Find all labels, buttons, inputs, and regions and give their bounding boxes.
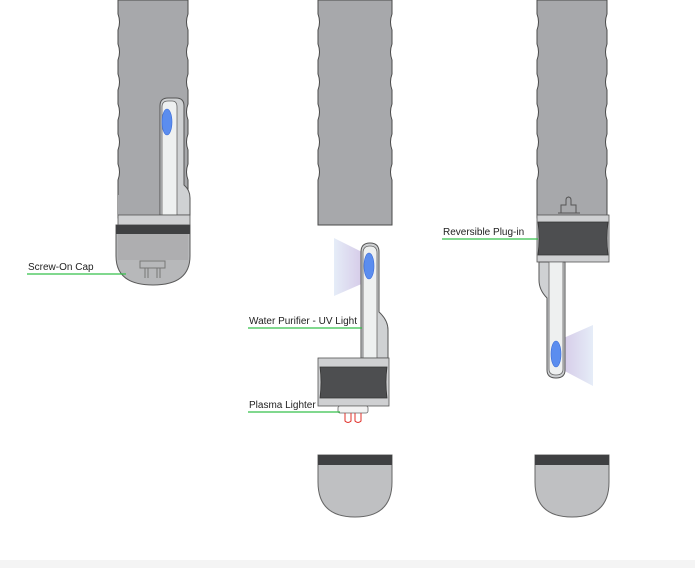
plasma-lighter-icon (344, 413, 362, 423)
grip-band (319, 366, 388, 399)
label-reversible-plug-in: Reversible Plug-in (443, 227, 524, 238)
handle-body (317, 0, 393, 226)
cap-thread-band (318, 455, 392, 465)
uv-led-icon (161, 108, 173, 136)
uv-light-beam (559, 325, 593, 386)
plug-prongs-icon (139, 260, 166, 278)
device-reversed-plug (536, 0, 610, 386)
cap-thread-band (535, 455, 609, 465)
uv-led-icon (363, 252, 375, 280)
detached-cap-right (534, 454, 610, 518)
label-screw-on-cap: Screw-On Cap (28, 262, 94, 273)
detached-cap-middle (317, 454, 393, 518)
plug-prongs-icon (558, 196, 580, 214)
bottom-strip (0, 560, 695, 568)
handle-body (536, 0, 608, 219)
collar-light (117, 214, 191, 226)
lighter-base (337, 405, 369, 414)
uv-light-beam (334, 238, 366, 296)
cap-inner (118, 234, 188, 260)
cap-thread-band (116, 225, 190, 234)
label-water-purifier: Water Purifier - UV Light (249, 316, 357, 327)
uv-led-icon (550, 340, 562, 368)
device-assembled-with-cap (115, 0, 191, 286)
grip-band (537, 221, 609, 256)
device-exploded-uv (317, 0, 393, 423)
label-plasma-lighter: Plasma Lighter (249, 400, 316, 411)
